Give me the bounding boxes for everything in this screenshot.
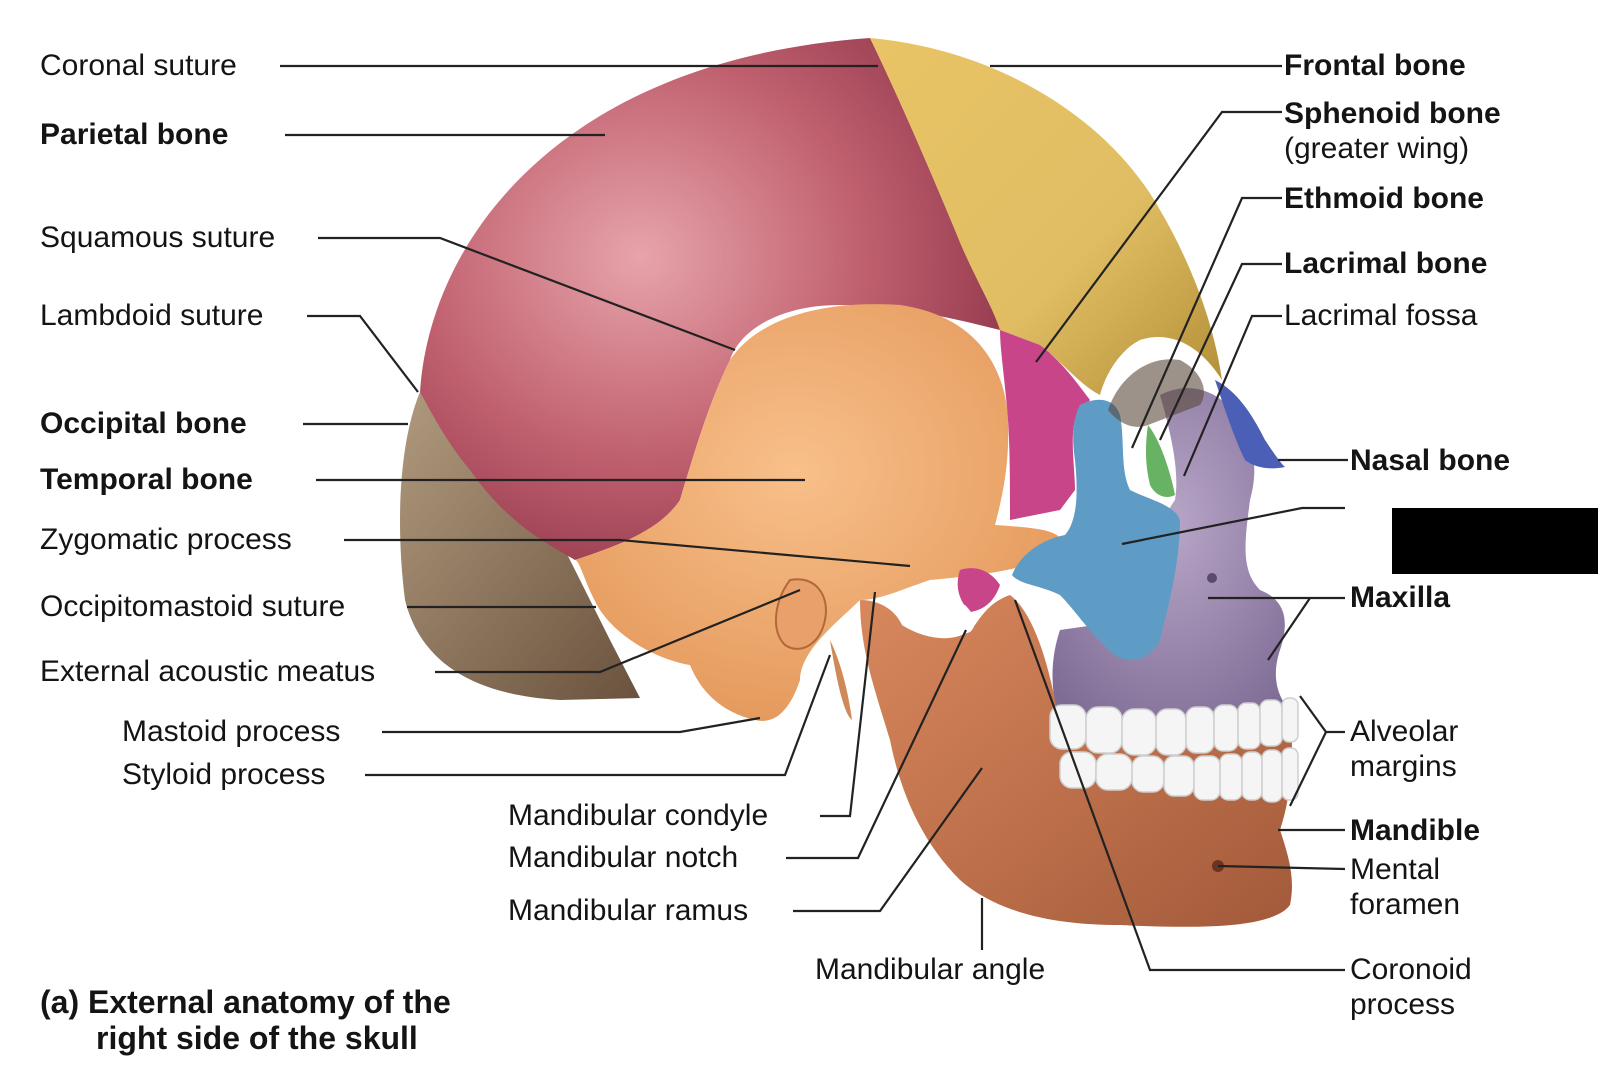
infraorbital-foramen	[1207, 573, 1217, 583]
temporal-bone-shape	[575, 304, 1065, 721]
label-mandibular-angle: Mandibular angle	[815, 953, 1046, 986]
leader-styloid-process	[365, 654, 832, 777]
label-mastoid-process: Mastoid process	[122, 715, 341, 748]
label-mental-foramen-2: foramen	[1350, 888, 1461, 921]
leader-alveolar-margins-1	[1299, 695, 1345, 734]
label-sphenoid-bone: Sphenoid bone	[1284, 97, 1501, 130]
label-lacrimal-bone: Lacrimal bone	[1284, 247, 1488, 280]
label-coronal-suture: Coronal suture	[40, 49, 237, 82]
leader-squamous-suture	[318, 236, 736, 352]
label-ethmoid-bone: Ethmoid bone	[1284, 182, 1484, 215]
label-mental-foramen-1: Mental	[1350, 853, 1441, 886]
leader-coronoid-process	[1013, 599, 1345, 972]
label-lambdoid-suture: Lambdoid suture	[40, 299, 264, 332]
label-sphenoid-bone-sub: (greater wing)	[1284, 132, 1470, 165]
styloid-shape	[830, 640, 852, 720]
label-alveolar-margins-1: Alveolar	[1350, 715, 1459, 748]
upper-teeth	[1049, 697, 1299, 756]
caption-line-1: (a) External anatomy of the	[40, 984, 451, 1020]
label-mandible: Mandible	[1350, 814, 1481, 847]
label-occipital-bone: Occipital bone	[40, 407, 247, 440]
leader-external-acoustic-meatus	[435, 588, 801, 674]
label-parietal-bone: Parietal bone	[40, 118, 229, 151]
label-external-acoustic-meatus: External acoustic meatus	[40, 655, 376, 688]
redaction-box	[1392, 508, 1598, 574]
ear-detail-shape	[774, 578, 827, 650]
leader-maxilla-2	[1267, 597, 1311, 661]
ethmoid-bone-shape	[1145, 425, 1175, 497]
label-alveolar-margins-2: margins	[1350, 750, 1457, 783]
sphenoid-bone-shape	[1000, 330, 1090, 520]
mandibular-notch-gap	[902, 600, 975, 636]
label-nasal-bone: Nasal bone	[1350, 444, 1511, 477]
leader-alveolar-margins-2	[1289, 731, 1327, 807]
label-lacrimal-fossa: Lacrimal fossa	[1284, 299, 1478, 332]
leader-mastoid-process	[382, 716, 761, 734]
leader-lacrimal-bone	[1159, 262, 1282, 441]
label-frontal-bone: Frontal bone	[1284, 49, 1466, 82]
occipital-bone-shape	[400, 392, 640, 700]
label-occipitomastoid-suture: Occipitomastoid suture	[40, 590, 346, 623]
zygomatic-bone-shape	[1012, 399, 1180, 660]
leader-zygomatic-process	[344, 538, 911, 568]
lower-teeth	[1059, 747, 1299, 803]
leader-mandibular-condyle	[820, 591, 877, 818]
frontal-bone-shape	[870, 38, 1222, 395]
leader-lambdoid-suture	[307, 314, 419, 393]
leader-lines	[280, 64, 1348, 972]
leader-mandibular-ramus	[793, 767, 983, 913]
label-coronoid-process-1: Coronoid	[1350, 953, 1472, 986]
label-maxilla: Maxilla	[1350, 581, 1451, 614]
label-mandibular-notch: Mandibular notch	[508, 841, 739, 874]
parietal-bone-shape	[420, 38, 1000, 560]
figure-caption: (a) External anatomy of the right side o…	[40, 984, 451, 1056]
label-mandibular-ramus: Mandibular ramus	[508, 894, 749, 927]
leader-lacrimal-fossa	[1182, 314, 1282, 477]
nasal-bone-shape	[1215, 380, 1285, 469]
label-zygomatic-process: Zygomatic process	[40, 523, 292, 556]
leader-sphenoid-bone	[1035, 110, 1282, 363]
label-squamous-suture: Squamous suture	[40, 221, 276, 254]
leader-zygomatic-bone	[1121, 506, 1345, 546]
label-styloid-process: Styloid process	[122, 758, 326, 791]
caption-line-2: right side of the skull	[96, 1020, 418, 1056]
label-temporal-bone: Temporal bone	[40, 463, 253, 496]
label-mandibular-condyle: Mandibular condyle	[508, 799, 769, 832]
label-coronoid-process-2: process	[1350, 988, 1456, 1021]
sphenoid-lower-shape	[957, 568, 1000, 612]
leader-mandibular-notch	[786, 629, 967, 860]
leader-ethmoid-bone	[1130, 196, 1282, 449]
leader-mental-foramen	[1217, 864, 1346, 871]
